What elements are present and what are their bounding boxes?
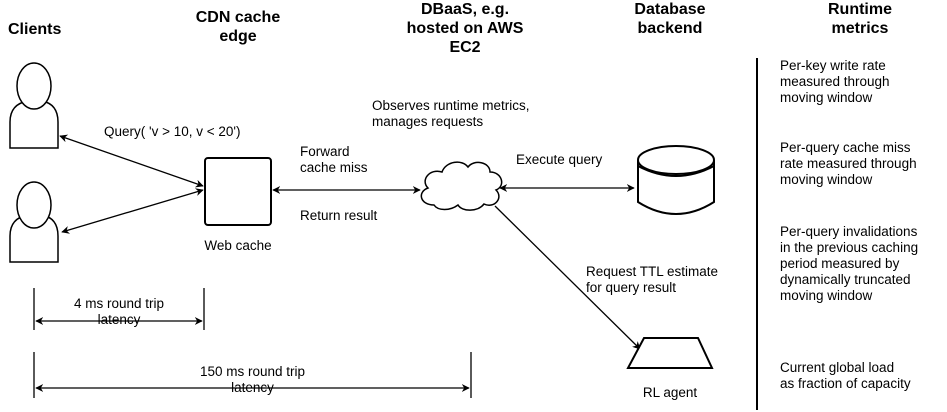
cloud-rl-arrow — [494, 205, 641, 350]
metric-line: in the previous caching — [780, 240, 919, 255]
metric-line: moving window — [780, 172, 873, 187]
metric-line: moving window — [780, 90, 873, 105]
latency-150ms-line1: 150 ms round trip — [199, 364, 306, 379]
latency-150ms-marker — [33, 352, 472, 398]
request-ttl-label: Request TTL estimate for query result — [586, 264, 718, 296]
web-cache-label: Web cache — [204, 238, 272, 253]
metric-line: Per-key write rate — [780, 58, 886, 73]
metric-line: Per-query cache miss — [780, 140, 911, 155]
header-dbaas-line2: hosted on AWS — [406, 20, 524, 37]
header-dbaas: DBaaS, e.g. hosted on AWS EC2 — [385, 0, 545, 57]
forward-cache-miss-label: Forward cache miss — [300, 144, 368, 176]
observes-line2: manages requests — [372, 114, 484, 129]
latency-4ms-line1: 4 ms round trip — [73, 296, 165, 311]
latency-150ms-line2: latency — [231, 380, 274, 395]
observes-line1: Observes runtime metrics, — [372, 98, 530, 113]
web-cache-box — [204, 157, 272, 226]
ttl-line2: for query result — [586, 280, 677, 295]
latency-4ms-line2: latency — [97, 312, 141, 327]
execute-query-label: Execute query — [516, 152, 603, 167]
header-metrics-line1: Runtime — [828, 1, 892, 18]
latency-4ms-label: 4 ms round trip latency — [44, 296, 194, 328]
metric-line: moving window — [780, 288, 873, 303]
query-label: Query( 'v > 10, v < 20') — [104, 124, 241, 139]
header-metrics: Runtime metrics — [790, 0, 930, 38]
return-result-label: Return result — [300, 208, 378, 223]
observes-label: Observes runtime metrics, manages reques… — [372, 98, 530, 130]
database-icon — [637, 145, 715, 215]
metric-line: rate measured through — [780, 156, 917, 171]
header-cdn: CDN cache edge — [168, 8, 308, 46]
header-backend-line2: backend — [637, 20, 703, 37]
latency-4ms-marker — [33, 288, 205, 330]
client1-cache-arrow — [59, 134, 204, 188]
header-clients: Clients — [8, 21, 62, 38]
client2-cache-arrow — [61, 188, 204, 234]
client-icon-1 — [9, 62, 59, 149]
header-backend-line1: Database — [634, 1, 706, 18]
header-cdn-line2: edge — [219, 28, 257, 45]
metric-line: measured through — [780, 74, 890, 89]
latency-150ms-label: 150 ms round trip latency — [170, 364, 335, 396]
metric-item: Per-query cache miss rate measured throu… — [780, 140, 945, 188]
rl-agent-shape — [626, 337, 714, 369]
metric-line: Per-query invalidations — [780, 224, 918, 239]
metric-line: period measured by — [780, 256, 900, 271]
metric-item: Per-key write rate measured through movi… — [780, 58, 945, 106]
header-backend: Database backend — [600, 0, 740, 38]
header-cdn-line1: CDN cache — [195, 9, 281, 26]
header-dbaas-line1: DBaaS, e.g. — [420, 1, 510, 18]
forward-line2: cache miss — [300, 160, 368, 175]
forward-line1: Forward — [300, 144, 350, 159]
rl-agent-label: RL agent — [642, 385, 698, 400]
header-metrics-line2: metrics — [831, 20, 889, 37]
metric-item: Per-query invalidations in the previous … — [780, 224, 945, 304]
dbaas-cloud-icon — [420, 161, 503, 211]
metric-item: Current global load as fraction of capac… — [780, 360, 945, 392]
metric-line: Current global load — [780, 360, 895, 375]
header-dbaas-line3: EC2 — [449, 39, 481, 56]
client-icon-2 — [9, 181, 59, 263]
metric-line: as fraction of capacity — [780, 376, 911, 391]
ttl-line1: Request TTL estimate — [586, 264, 719, 279]
metric-line: dynamically truncated — [780, 272, 911, 287]
